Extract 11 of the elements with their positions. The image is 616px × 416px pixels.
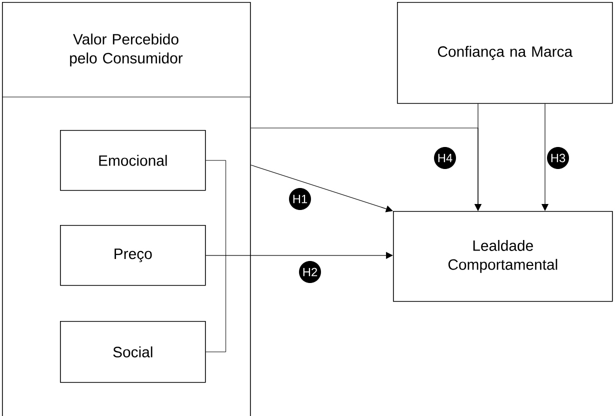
hypothesis-badge: H1 [289,188,311,210]
dimension-box: Preço [60,225,206,286]
arrow [250,164,393,212]
construct-box: Lealdade Comportamental [393,211,613,302]
dimension-box: Social [60,321,206,383]
hypothesis-badge: H3 [547,147,569,169]
arrow [206,252,393,259]
dimension-box: Emocional [60,130,206,191]
hypothesis-badge: H4 [434,147,456,169]
construct-box: Confiança na Marca [397,2,613,104]
hypothesis-badge: H2 [299,261,321,283]
